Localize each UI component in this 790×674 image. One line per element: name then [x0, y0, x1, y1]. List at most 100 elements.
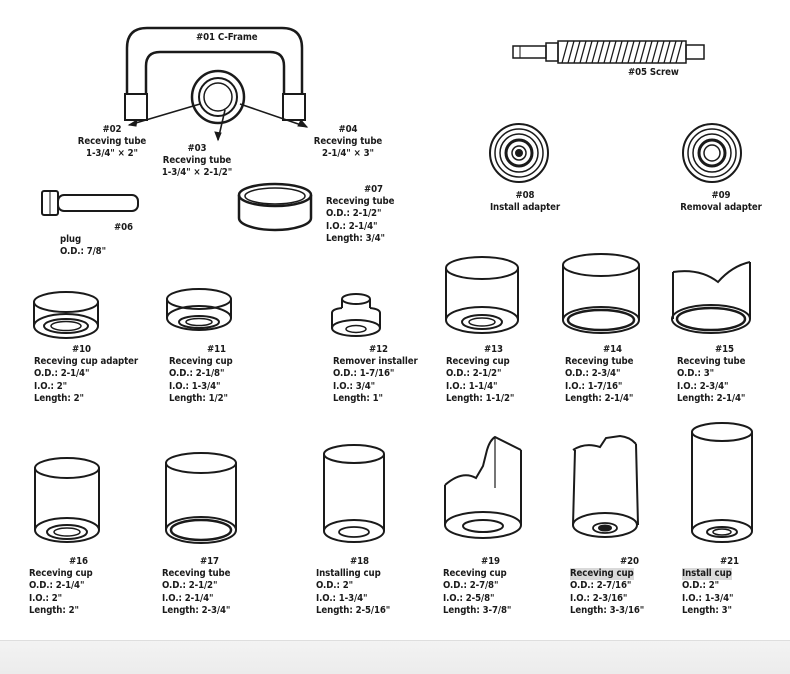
c-frame-drawing	[124, 26, 309, 142]
label-line: Length: 2-1/4"	[565, 392, 634, 404]
label-line: Receving cup	[443, 568, 507, 580]
label-line: #05 Screw	[628, 67, 679, 78]
label-ring-tube-07: #07 Receving tube O.D.: 2-1/2" I.O.: 2-1…	[326, 184, 395, 245]
label-part-16: #16 Receving cup O.D.: 2-1/4" I.O.: 2" L…	[29, 556, 93, 617]
label-line: Receving tube	[313, 136, 383, 148]
label-line: 1-3/4" × 2"	[86, 148, 138, 160]
label-part-17: #17 Receving tube O.D.: 2-1/2" I.O.: 2-1…	[162, 556, 231, 617]
label-line: Receving tube	[162, 155, 232, 167]
removal-adapter-drawing	[682, 123, 742, 183]
label-line: #12	[369, 344, 388, 355]
label-line: #11	[207, 344, 226, 355]
label-line: #14	[603, 344, 622, 355]
label-line: Length: 2"	[29, 604, 79, 616]
label-line: Receving tube	[326, 196, 395, 208]
label-line: I.O.: 1-3/4"	[169, 380, 221, 392]
label-line: #19	[481, 556, 500, 567]
label-part-11: #11 Receving cup O.D.: 2-1/8" I.O.: 1-3/…	[169, 344, 233, 405]
label-line: O.D.: 2-7/16"	[570, 580, 632, 592]
label-line: O.D.: 2-1/8"	[169, 368, 225, 380]
label-line: #18	[350, 556, 369, 567]
label-part-15: #15 Receving tube O.D.: 3" I.O.: 2-3/4" …	[677, 344, 746, 405]
label-line: 1-3/4" × 2-1/2"	[161, 167, 233, 179]
label-line: O.D.: 7/8"	[60, 246, 106, 258]
label-line: Receving tube	[77, 136, 147, 148]
label-line: O.D.: 2"	[682, 580, 720, 592]
label-line: O.D.: 2-1/2"	[326, 208, 382, 220]
label-c-frame: #01 C-Frame	[196, 32, 258, 44]
label-line: Install cup	[682, 568, 732, 581]
label-line: #01 C-Frame	[196, 32, 258, 43]
installing-cup-drawing	[323, 444, 385, 543]
label-part-14: #14 Receving tube O.D.: 2-3/4" I.O.: 1-7…	[565, 344, 634, 405]
page-bottom-band	[0, 640, 790, 674]
receiving-cup-19-drawing	[444, 435, 522, 539]
label-part-18: #18 Installing cup O.D.: 2" I.O.: 1-3/4"…	[316, 556, 390, 617]
receiving-tube-14-drawing	[562, 253, 640, 334]
label-line: Receving cup	[570, 568, 634, 581]
label-line: #21	[720, 556, 739, 567]
screw-drawing	[512, 40, 705, 64]
label-removal-adapter: #09 Removal adapter	[676, 190, 766, 214]
label-line: plug	[60, 234, 82, 246]
label-line: Receving tube	[677, 356, 746, 368]
label-plug: #06 plug O.D.: 7/8"	[60, 222, 133, 259]
receiving-cup-16-drawing	[34, 457, 100, 543]
label-part-19: #19 Receving cup O.D.: 2-7/8" I.O.: 2-5/…	[443, 556, 511, 617]
label-line: O.D.: 2-1/2"	[162, 580, 218, 592]
receiving-cup-11-drawing	[166, 288, 232, 331]
label-line: #16	[69, 556, 88, 567]
label-line: #06	[114, 222, 133, 233]
label-line: I.O.: 2-3/16"	[570, 592, 628, 604]
label-part-12: #12 Remover installer O.D.: 1-7/16" I.O.…	[333, 344, 418, 405]
label-line: O.D.: 2"	[316, 580, 354, 592]
label-line: O.D.: 2-1/4"	[34, 368, 90, 380]
label-line: #08	[515, 190, 535, 201]
label-line: O.D.: 2-1/4"	[29, 580, 85, 592]
label-line: Receving cup	[169, 356, 233, 368]
label-line: Installing cup	[316, 568, 381, 580]
label-receiving-tube-02: #02 Receving tube 1-3/4" × 2"	[72, 124, 152, 161]
label-line: Remover installer	[333, 356, 418, 368]
receiving-cup-13-drawing	[445, 256, 519, 334]
label-line: I.O.: 1-1/4"	[446, 380, 498, 392]
label-line: #15	[715, 344, 734, 355]
label-line: Length: 2-5/16"	[316, 604, 391, 616]
label-line: #13	[484, 344, 503, 355]
label-line: I.O.: 1-7/16"	[565, 380, 623, 392]
label-line: #02	[102, 124, 122, 135]
receiving-tube-15-drawing	[671, 261, 751, 334]
ring-tube-drawing	[237, 182, 313, 232]
label-line: I.O.: 3/4"	[333, 380, 376, 392]
label-line: Length: 1-1/2"	[446, 392, 515, 404]
label-line: #04	[338, 124, 358, 135]
label-install-adapter: #08 Install adapter	[485, 190, 565, 214]
label-line: I.O.: 2-3/4"	[677, 380, 729, 392]
receiving-cup-20-drawing	[572, 434, 639, 538]
label-line: #09	[711, 190, 731, 201]
label-line: O.D.: 2-1/2"	[446, 368, 502, 380]
label-line: Length: 1"	[333, 392, 383, 404]
label-line: I.O.: 2"	[34, 380, 68, 392]
label-line: I.O.: 1-3/4"	[316, 592, 368, 604]
label-part-21: #21 Install cup O.D.: 2" I.O.: 1-3/4" Le…	[682, 556, 739, 617]
label-line: O.D.: 2-7/8"	[443, 580, 499, 592]
label-receiving-tube-03: #03 Receving tube 1-3/4" × 2-1/2"	[152, 143, 242, 180]
label-line: Install adapter	[489, 202, 561, 214]
label-line: I.O.: 2-1/4"	[326, 220, 378, 232]
install-adapter-drawing	[489, 123, 549, 183]
label-line: 2-1/4" × 3"	[322, 148, 374, 160]
label-line: #20	[620, 556, 639, 567]
label-line: Removal adapter	[680, 202, 762, 214]
plug-drawing	[41, 190, 139, 216]
label-line: #10	[72, 344, 91, 355]
label-part-13: #13 Receving cup O.D.: 2-1/2" I.O.: 1-1/…	[446, 344, 514, 405]
label-part-20: #20 Receving cup O.D.: 2-7/16" I.O.: 2-3…	[570, 556, 644, 617]
install-cup-drawing	[691, 422, 753, 543]
label-line: Length: 3"	[682, 604, 732, 616]
label-line: O.D.: 3"	[677, 368, 715, 380]
label-line: Receving tube	[565, 356, 634, 368]
label-line: I.O.: 2-1/4"	[162, 592, 214, 604]
label-line: #17	[200, 556, 219, 567]
label-part-10: #10 Receving cup adapter O.D.: 2-1/4" I.…	[34, 344, 138, 405]
